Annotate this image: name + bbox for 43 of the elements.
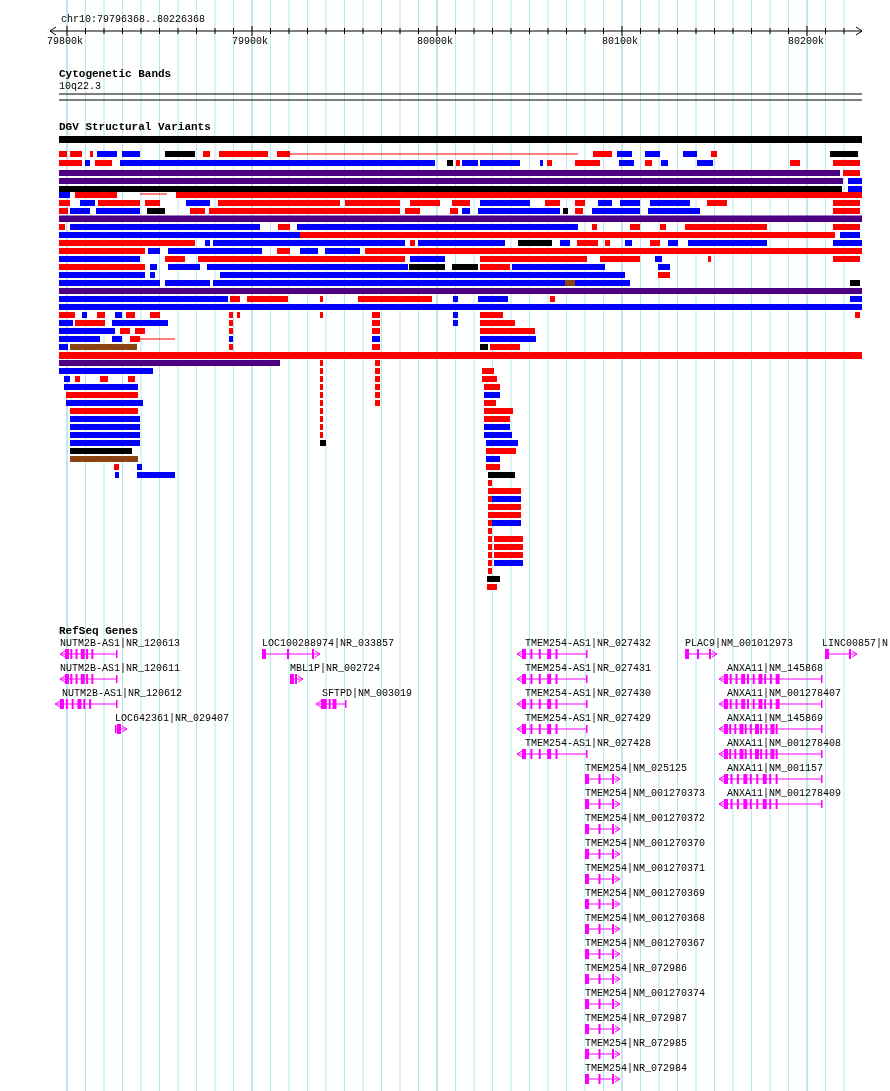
gene-label: ANXA11|NM_001278407 bbox=[727, 688, 842, 699]
gene-label: ANXA11|NM_001278408 bbox=[727, 738, 842, 749]
gene-label: TMEM254|NM_001270374 bbox=[585, 988, 706, 999]
gene-label: PLAC9|NM_001012973 bbox=[685, 638, 794, 649]
scale-tick-label: 80100k bbox=[602, 36, 638, 47]
track-title: Cytogenetic Bands bbox=[59, 69, 172, 80]
scale-tick-label: 79800k bbox=[47, 36, 83, 47]
gene-label: LOC642361|NR_029407 bbox=[115, 713, 230, 724]
gene-label: TMEM254|NM_001270373 bbox=[585, 788, 706, 799]
track-title: RefSeq Genes bbox=[59, 626, 139, 637]
gene-label: TMEM254-AS1|NR_027428 bbox=[525, 738, 652, 749]
gene-label: ANXA11|NM_001157 bbox=[727, 763, 823, 774]
gene-label: TMEM254|NM_001270372 bbox=[585, 813, 706, 824]
track-title: DGV Structural Variants bbox=[59, 122, 211, 133]
gene-label: NUTM2B-AS1|NR_120611 bbox=[60, 663, 181, 674]
gene-label: LINC00857|N bbox=[822, 638, 888, 649]
band-label: 10q22.3 bbox=[59, 81, 101, 92]
gene-label: TMEM254|NM_001270367 bbox=[585, 938, 706, 949]
gene-label: NUTM2B-AS1|NR_120613 bbox=[60, 638, 181, 649]
gene-label: ANXA11|NM_001278409 bbox=[727, 788, 842, 799]
gene-label: TMEM254|NR_072985 bbox=[585, 1038, 688, 1049]
gene-label: TMEM254|NM_025125 bbox=[585, 763, 688, 774]
gene-label: ANXA11|NM_145869 bbox=[727, 713, 823, 724]
gene-label: TMEM254-AS1|NR_027429 bbox=[525, 713, 652, 724]
gene-label: TMEM254|NM_001270370 bbox=[585, 838, 706, 849]
gene-label: TMEM254-AS1|NR_027431 bbox=[525, 663, 652, 674]
gene-label: ANXA11|NM_145868 bbox=[727, 663, 823, 674]
gene-label: TMEM254|NM_001270371 bbox=[585, 863, 706, 874]
gene-label: TMEM254|NM_001270368 bbox=[585, 913, 706, 924]
scale-tick-label: 79900k bbox=[232, 36, 268, 47]
gene-label: TMEM254|NR_072984 bbox=[585, 1063, 688, 1074]
coordinate-range: chr10:79796368..80226368 bbox=[61, 14, 206, 25]
gene-label: NUTM2B-AS1|NR_120612 bbox=[62, 688, 183, 699]
gene-label: TMEM254|NR_072987 bbox=[585, 1013, 688, 1024]
gene-label: TMEM254|NM_001270369 bbox=[585, 888, 706, 899]
gene-label: TMEM254-AS1|NR_027430 bbox=[525, 688, 652, 699]
scale-tick-label: 80000k bbox=[417, 36, 453, 47]
gene-label: LOC100288974|NR_033857 bbox=[262, 638, 395, 649]
gene-label: TMEM254|NR_072986 bbox=[585, 963, 688, 974]
gene-label: MBL1P|NR_002724 bbox=[290, 663, 380, 674]
gene-label: SFTPD|NM_003019 bbox=[322, 688, 412, 699]
gene-label: TMEM254-AS1|NR_027432 bbox=[525, 638, 652, 649]
scale-tick-label: 80200k bbox=[788, 36, 824, 47]
